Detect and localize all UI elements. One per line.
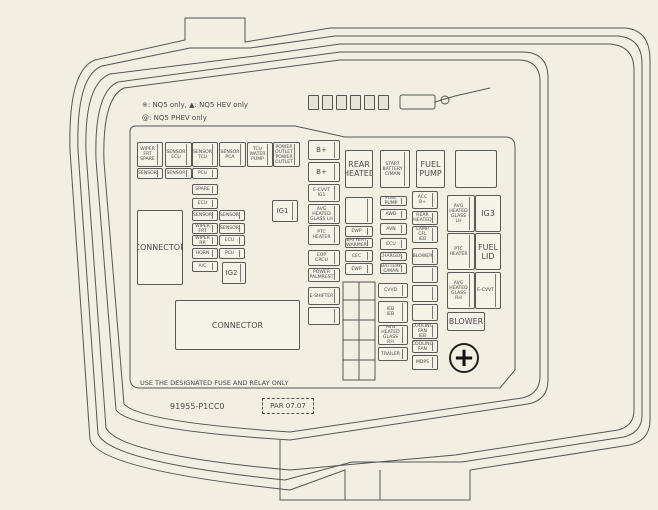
connector-pin — [308, 95, 319, 110]
connector-pin — [322, 95, 333, 110]
fuse-empty — [308, 307, 340, 325]
fuse-mdps: MDPS — [412, 355, 438, 370]
fuse-trailer: TRAILER — [378, 347, 408, 361]
fuse-sensor: SENSOR — [137, 168, 163, 179]
fuse-avg-heated-glass-lh: AVG HEATED GLASS LH — [447, 195, 475, 232]
part-number: 91955-P1CC0 — [170, 402, 225, 411]
fuse-power-palmrest: POWER PALMREST — [308, 268, 340, 282]
plus-circle-icon: + — [449, 343, 479, 373]
connector-connector: CONNECTOR — [175, 300, 300, 350]
fuse-cooling-fan-ieb: COOLING FAN IEB — [412, 323, 438, 339]
fuse-ecu: ECU — [219, 235, 245, 246]
fuse-eop-crcu: EOP CRCU — [308, 250, 340, 266]
fuse-start-battery-c-man: START BATTERY C/MAN — [380, 150, 410, 188]
connector-pin — [350, 95, 361, 110]
fuse-pcu: PCU — [219, 248, 245, 259]
fuse-sensor-tcu: SENSOR TCU — [192, 142, 218, 167]
fuse-fuel-pump: FUEL PUMP — [416, 150, 445, 188]
fuse-avg-heated-glass-rh: AVG HEATED GLASS RH — [378, 325, 408, 345]
fuse-avg-heated-glass-lh: AVG HEATED GLASS LH — [308, 204, 340, 224]
fuse-ieb-ieb: IEB IEB — [378, 301, 408, 323]
fuse-avn: AVN — [380, 223, 407, 235]
fuse-ewp: EWP — [345, 263, 373, 275]
fuse-empty — [455, 150, 497, 188]
fuse-battery-warmer: BATTERY WARMER — [345, 238, 373, 248]
fuse-e-cvvt: E-CVVT — [475, 272, 501, 309]
fuse-ecu: ECU — [380, 238, 407, 250]
fuse-acc-b: ACC B+ — [412, 191, 438, 209]
fuse-empty — [345, 197, 373, 224]
fuse-empty — [412, 285, 438, 302]
fuse-fuel-lid: FUEL LID — [475, 233, 501, 270]
fuse-rear-heated: REAR HEATED — [345, 150, 373, 188]
fuse-ptc-heater: PTC HEATER — [308, 225, 340, 245]
fuse-spare: SPARE — [192, 184, 218, 195]
fuse-blower: BLOWER — [447, 312, 485, 331]
fuse-blower: BLOWER — [412, 248, 438, 265]
fuse-sensor: SENSOR — [219, 223, 245, 234]
fuse-ig2: IG2 — [222, 262, 246, 284]
fuse-cvvd: CVVD — [378, 283, 408, 298]
fuse-sensor: SENSOR — [219, 210, 245, 221]
fuse-sensor: SENSOR — [192, 210, 218, 221]
date-code-box: PAR 07.07 — [262, 398, 314, 414]
fuse-awd: AWD — [380, 209, 407, 220]
legend-line-2: @: NQ5 PHEV only — [142, 114, 207, 122]
fuse-battery-c-man: BATTERY C/MAN — [380, 263, 407, 274]
fuse-b: B+ — [308, 162, 340, 182]
fuse-sensor: SENSOR — [165, 168, 192, 179]
fuse-ptc-heater: PTC HEATER — [447, 233, 475, 270]
fuse-cec: CEC — [345, 250, 373, 262]
fuse-rear-heated: REAR HEATED — [412, 211, 438, 225]
fuse-cooling-fan: COOLING FAN — [412, 340, 438, 353]
fuse-e-shifter: E-SHIFTER — [308, 287, 340, 305]
fuse-ig1: IG1 — [272, 200, 298, 222]
connector-connector: CONNECTOR — [137, 210, 183, 285]
fuse-charger: CHARGER — [380, 252, 407, 261]
fuse-tcu-water-pump: TCU WATER PUMP — [247, 142, 273, 167]
fuse-b: B+ — [308, 140, 340, 160]
fuse-ewp: EWP — [345, 226, 373, 237]
notice-text: USE THE DESIGNATED FUSE AND RELAY ONLY — [140, 379, 289, 387]
connector-pin — [364, 95, 375, 110]
fuse-wiper-rr: WIPER RR — [192, 235, 218, 246]
fuse-ig3: IG3 — [475, 195, 501, 232]
fuse-avg-heated-glass-rh: AVG HEATED GLASS RH — [447, 272, 475, 309]
fuse-horn: HORN — [192, 248, 218, 259]
date-code: PAR 07.07 — [270, 402, 306, 410]
fuse-empty — [412, 266, 438, 283]
connector-pin — [378, 95, 389, 110]
connector-pin — [336, 95, 347, 110]
legend-line-1: ※: NQ5 only, ▲: NQ5 HEV only — [142, 101, 249, 109]
fuse-empty — [412, 304, 438, 321]
fuse-pcu: PCU — [192, 168, 218, 179]
fuse-a-c: A/C — [192, 261, 218, 272]
fuse-power-outlet-power-outlet: POWER OUTLET POWER OUTLET — [273, 142, 300, 167]
fuse-wiper-frt: WIPER FRT — [192, 223, 218, 234]
fuse-sensor-pca: SENSOR PCA — [219, 142, 246, 167]
fuse-lamp-cfl-ieb: LAMP CFL IEB — [412, 226, 438, 243]
fuse-wiper-frt-spare: WIPER FRT SPARE — [137, 142, 163, 167]
fuse-fuel-pump: FUEL PUMP — [380, 196, 407, 206]
fuse-ecu: ECU — [192, 198, 218, 209]
fuse-sensor-ecu: SENSOR ECU — [165, 142, 192, 167]
fuse-e-cvvt-ig1: E-CVVT IG1 — [308, 184, 340, 202]
